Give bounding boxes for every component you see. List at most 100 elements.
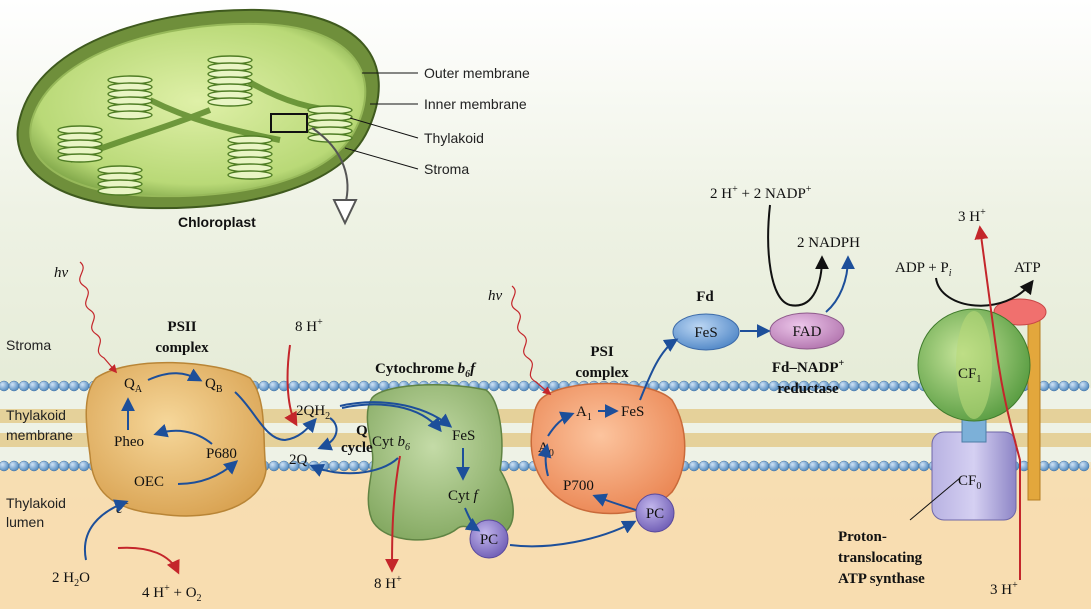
lipid-head	[838, 460, 850, 472]
lipid-head	[848, 380, 860, 392]
light-arrow-psi	[511, 285, 552, 396]
lipid-head	[738, 460, 750, 472]
lipid-head	[878, 380, 890, 392]
lipid-head	[678, 380, 690, 392]
lipid-head	[518, 460, 530, 472]
lipid-head	[698, 460, 710, 472]
label-thylakoid: Thylakoid	[424, 130, 484, 146]
electron-flow-arrows	[79, 204, 1034, 580]
cf0-label: CF0	[958, 473, 981, 492]
region-membrane-1: Thylakoid	[6, 407, 66, 423]
lipid-head	[658, 380, 670, 392]
fd-fes-label: FeS	[694, 325, 717, 341]
pc-label-2: PC	[646, 506, 664, 522]
lipid-head	[78, 460, 90, 472]
water-products: 4 H+ + O2	[142, 583, 202, 604]
psii-title-1: PSII	[167, 319, 196, 335]
lipid-head	[48, 460, 60, 472]
region-membrane-2: membrane	[6, 427, 73, 443]
lipid-head	[1058, 380, 1070, 392]
fad: FAD	[769, 312, 845, 350]
pc-carrier-1: PC	[469, 519, 509, 559]
psii-pheo: Pheo	[114, 434, 144, 450]
lipid-head	[68, 460, 80, 472]
lipid-head	[18, 460, 30, 472]
lipid-head	[748, 460, 760, 472]
lipid-head	[738, 380, 750, 392]
lipid-head	[778, 460, 790, 472]
lipid-head	[318, 380, 330, 392]
lipid-head	[728, 460, 740, 472]
lipid-head	[1058, 460, 1070, 472]
lipid-head	[328, 380, 340, 392]
lipid-head	[0, 380, 10, 392]
lipid-head	[338, 380, 350, 392]
atp-synthase: CF1 CF0	[917, 298, 1047, 521]
qcycle-label-2: cycle	[341, 440, 373, 456]
cytb6f-cytf: Cyt f	[448, 488, 479, 504]
reductase-label-2: reductase	[777, 381, 839, 397]
reductase-label-1: Fd–NADP+	[772, 358, 845, 376]
atp-label-1: Proton-	[838, 529, 887, 545]
label-outer-membrane: Outer membrane	[424, 65, 530, 81]
psii-qb: QB	[205, 376, 223, 395]
lipid-head	[698, 380, 710, 392]
lipid-head	[358, 380, 370, 392]
label-stroma: Stroma	[424, 161, 469, 177]
lipid-head	[368, 380, 380, 392]
lipid-head	[888, 380, 900, 392]
atp-adp: ADP + Pi	[895, 260, 952, 279]
lipid-head	[768, 460, 780, 472]
cytb6f-cytb6: Cyt b6	[372, 434, 410, 453]
lipid-head	[338, 460, 350, 472]
lipid-head	[258, 380, 270, 392]
qcycle-h-in: 8 H+	[295, 317, 323, 335]
psii-title-2: complex	[155, 340, 209, 356]
lipid-head	[268, 460, 280, 472]
chloroplast-illustration: Outer membrane Inner membrane Thylakoid …	[16, 8, 530, 230]
atp-h-top: 3 H+	[958, 207, 986, 225]
lipid-head	[508, 380, 520, 392]
lipid-head	[518, 380, 530, 392]
water-label: 2 H2O	[52, 570, 90, 589]
lipid-head	[268, 380, 280, 392]
lipid-head	[358, 460, 370, 472]
lipid-head	[508, 460, 520, 472]
lipid-head	[1068, 380, 1080, 392]
atp-h-bottom: 3 H+	[990, 580, 1018, 598]
delta-subunit	[993, 298, 1047, 326]
fad-label: FAD	[793, 324, 822, 340]
qcycle-label-1: Q	[356, 423, 368, 439]
qcycle-q: 2Q	[289, 452, 308, 468]
label-inner-membrane: Inner membrane	[424, 96, 527, 112]
light-arrow-psii	[79, 261, 118, 374]
lipid-head	[38, 380, 50, 392]
cytb6f-fes: FeS	[452, 428, 475, 444]
lipid-head	[8, 460, 20, 472]
lipid-head	[708, 460, 720, 472]
qcycle-h-out: 8 H+	[374, 574, 402, 592]
lipid-head	[488, 380, 500, 392]
lipid-head	[898, 380, 910, 392]
lipid-head	[708, 380, 720, 392]
granum-disc	[207, 97, 253, 107]
lipid-head	[308, 380, 320, 392]
cytb6f-title: Cytochrome b6f	[375, 361, 477, 380]
lipid-head	[908, 460, 920, 472]
lipid-head	[38, 460, 50, 472]
zoom-box	[270, 113, 308, 133]
lipid-head	[888, 460, 900, 472]
lipid-head	[78, 380, 90, 392]
psi-p700: P700	[563, 478, 594, 494]
lipid-head	[348, 460, 360, 472]
nadp-output: 2 NADPH	[797, 235, 860, 251]
lipid-head	[788, 460, 800, 472]
atp-pointer	[909, 477, 961, 521]
lipid-head	[908, 380, 920, 392]
lipid-head	[918, 460, 930, 472]
granum-disc	[227, 170, 273, 180]
lipid-head	[828, 460, 840, 472]
lipid-head	[348, 380, 360, 392]
lipid-head	[298, 380, 310, 392]
